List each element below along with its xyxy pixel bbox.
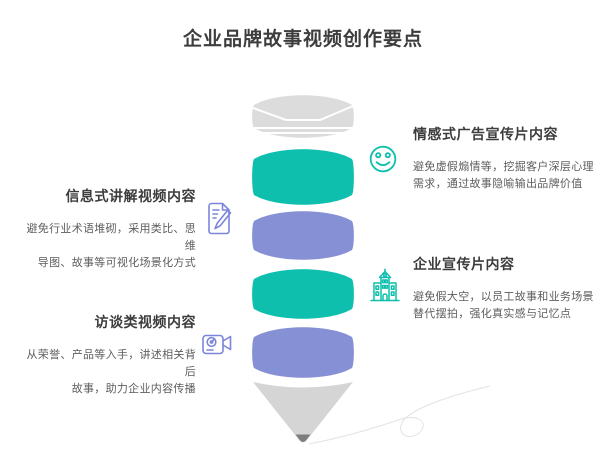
info-explainer-block: 信息式讲解视频内容 避免行业术语堆砌，采用类比、思维 导图、故事等可视化场景化方… (16, 186, 196, 272)
block-title: 企业宣传片内容 (413, 256, 515, 272)
document-edit-icon (208, 202, 232, 235)
emotional-ad-block: 情感式广告宣传片内容 避免虚假煽情等，挖掘客户深层心理 需求，通过故事隐喻输出品… (413, 124, 599, 193)
interview-video-block: 访谈类视频内容 从荣誉、产品等入手，讲述相关背后 故事，助力企业内容传播 (16, 312, 196, 398)
block-body: 避免行业术语堆砌，采用类比、思维 导图、故事等可视化场景化方式 (26, 223, 196, 269)
funnel-segment-3-teal (252, 269, 354, 319)
funnel-cone (253, 382, 353, 443)
building-icon (370, 268, 400, 302)
video-camera-icon (202, 334, 232, 355)
decorative-swirl-line (308, 385, 491, 445)
funnel-cone-tip (295, 434, 311, 442)
funnel-graphic (252, 95, 354, 443)
block-body: 从荣誉、产品等入手，讲述相关背后 故事，助力企业内容传播 (26, 349, 196, 395)
block-title: 访谈类视频内容 (94, 314, 196, 330)
smiley-face-icon (369, 145, 397, 173)
funnel-lid-facets (252, 105, 354, 134)
funnel-segment-2-purple (252, 211, 354, 260)
block-title: 信息式讲解视频内容 (65, 188, 196, 204)
funnel-lid (252, 95, 354, 138)
block-body: 避免假大空，以员工故事和业务场景 替代摆拍，强化真实感与记忆点 (413, 291, 594, 320)
block-title: 情感式广告宣传片内容 (413, 126, 558, 142)
corporate-promo-block: 企业宣传片内容 避免假大空，以员工故事和业务场景 替代摆拍，强化真实感与记忆点 (413, 254, 599, 323)
block-body: 避免虚假煽情等，挖掘客户深层心理 需求，通过故事隐喻输出品牌价值 (413, 161, 594, 190)
page-title: 企业品牌故事视频创作要点 (182, 29, 423, 50)
funnel-segment-1-teal (252, 149, 354, 205)
funnel-segment-4-purple (252, 327, 354, 378)
